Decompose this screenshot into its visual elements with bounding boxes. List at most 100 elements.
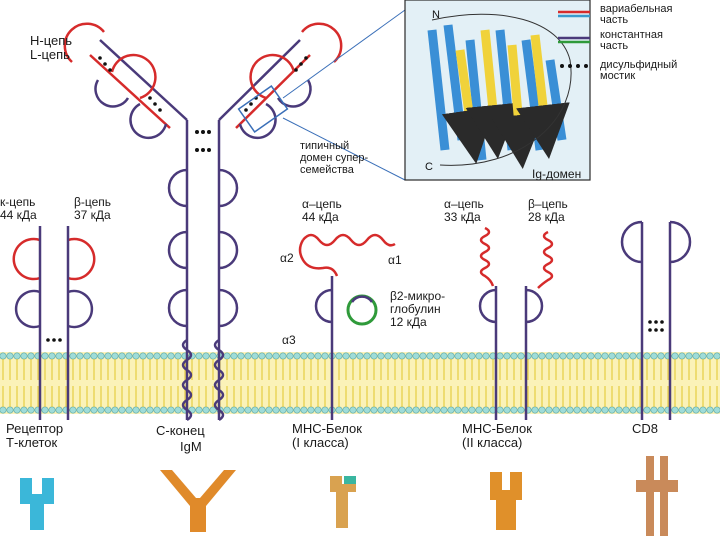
lipid-head <box>468 406 476 414</box>
label-tcr-alpha-1: к-цепь <box>0 195 36 209</box>
lipid-head <box>27 406 35 414</box>
lipid-head <box>125 352 133 360</box>
lipid-head <box>587 406 595 414</box>
label-mhc2-alpha-1: α–цепь <box>444 197 484 211</box>
lipid-head <box>321 406 329 414</box>
lipid-head <box>566 352 574 360</box>
label-mhc2-name-1: МНС-Белок <box>462 421 532 436</box>
lipid-head <box>48 352 56 360</box>
lipid-head <box>0 406 7 414</box>
lipid-head <box>265 352 273 360</box>
label-cd8-name: CD8 <box>632 421 659 436</box>
label-mhc1-alpha-1: α–цепь <box>302 197 342 211</box>
lipid-head <box>447 352 455 360</box>
lipid-head <box>545 406 553 414</box>
lipid-head <box>552 406 560 414</box>
label-tcr-alpha-2: 44 кДа <box>0 208 37 222</box>
lipid-head <box>643 406 651 414</box>
lipid-head <box>594 352 602 360</box>
lipid-head <box>209 352 217 360</box>
lipid-head <box>237 406 245 414</box>
legend-variable-2: часть <box>600 14 629 26</box>
lipid-head <box>482 352 490 360</box>
lipid-head <box>286 352 294 360</box>
lipid-head <box>601 406 609 414</box>
lipid-head <box>342 406 350 414</box>
label-tcr-name-2: Т-клеток <box>6 435 58 450</box>
lipid-head <box>174 352 182 360</box>
lipid-head <box>517 352 525 360</box>
lipid-head <box>608 406 616 414</box>
ig-domain-inset: N C <box>404 0 591 181</box>
lipid-head <box>97 352 105 360</box>
label-igm-name-1: С-конец <box>156 423 205 438</box>
lipid-head <box>384 406 392 414</box>
mhc2-icon <box>490 472 522 530</box>
lipid-head <box>713 352 720 360</box>
lipid-head <box>104 352 112 360</box>
lipid-head <box>6 406 14 414</box>
lipid-head <box>503 406 511 414</box>
lipid-head <box>55 406 63 414</box>
lipid-head <box>699 352 707 360</box>
lipid-head <box>580 406 588 414</box>
lipid-head <box>699 406 707 414</box>
lipid-head <box>335 352 343 360</box>
lipid-head <box>230 352 238 360</box>
lipid-head <box>258 352 266 360</box>
beta-sheet-strands <box>427 13 572 169</box>
disulfide-bridges-igm <box>98 56 308 152</box>
lipid-head <box>349 406 357 414</box>
lipid-head <box>153 352 161 360</box>
lipid-head <box>496 352 504 360</box>
lipid-head <box>0 352 7 360</box>
lipid-head <box>566 406 574 414</box>
lipid-head <box>41 406 49 414</box>
lipid-head <box>202 406 210 414</box>
lipid-head <box>356 352 364 360</box>
lipid-head <box>314 352 322 360</box>
cd8-icon <box>636 456 678 536</box>
lipid-head <box>601 352 609 360</box>
lipid-head <box>433 352 441 360</box>
lipid-head <box>195 406 203 414</box>
lipid-head <box>461 406 469 414</box>
lipid-head <box>433 406 441 414</box>
label-tcr-name-1: Рецептор <box>6 421 64 436</box>
lipid-head <box>104 406 112 414</box>
lipid-head <box>111 352 119 360</box>
lipid-head <box>650 406 658 414</box>
lipid-head <box>573 406 581 414</box>
lipid-head <box>244 406 252 414</box>
lipid-head <box>496 406 504 414</box>
lipid-head <box>118 352 126 360</box>
lipid-head <box>594 406 602 414</box>
lipid-head <box>377 406 385 414</box>
lipid-head <box>307 406 315 414</box>
lipid-head <box>265 406 273 414</box>
legend-disulfide-2: мостик <box>600 70 636 82</box>
lipid-head <box>251 352 259 360</box>
lipid-head <box>132 352 140 360</box>
label-mhc2-beta-1: β–цепь <box>528 197 568 211</box>
mhc1-icon <box>330 476 356 528</box>
lipid-head <box>97 406 105 414</box>
lipid-head <box>13 406 21 414</box>
lipid-head <box>412 406 420 414</box>
lipid-head <box>251 406 259 414</box>
label-tcr-beta-2: 37 кДа <box>74 208 111 222</box>
lipid-head <box>111 406 119 414</box>
lipid-head <box>643 352 651 360</box>
lipid-head <box>321 352 329 360</box>
cell-membrane <box>0 352 720 414</box>
lipid-head <box>41 352 49 360</box>
lipid-head <box>55 352 63 360</box>
lipid-head <box>195 352 203 360</box>
lipid-head <box>706 352 714 360</box>
lipid-head <box>293 352 301 360</box>
igm-molecule <box>63 9 406 422</box>
lipid-head <box>279 406 287 414</box>
label-mhc1-name-2: (I класса) <box>292 435 349 450</box>
lipid-head <box>363 352 371 360</box>
